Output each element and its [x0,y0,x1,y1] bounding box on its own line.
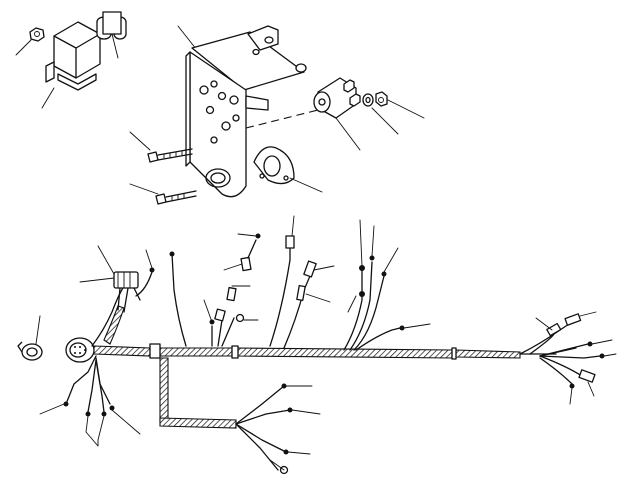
nut-top-left [15,27,45,56]
center-vertical-wires [269,215,335,349]
sensor-switch [313,77,361,151]
harness-right-fanout [519,311,617,405]
relay-module [41,21,101,109]
drop-wire-center-left [169,251,187,347]
alignment-dashed-line [245,109,319,129]
harness-lower-branch [159,357,321,475]
grommet-plate [253,146,323,193]
rubber-mount-cylinder [96,11,127,59]
right-center-riser-cluster [343,219,431,351]
lower-left-wires [39,355,141,447]
grommet-ring [17,315,43,361]
harness-main-trunk [93,343,557,360]
washer-and-nut [362,91,425,135]
mounting-bracket [177,25,307,198]
upper-left-connector-cluster [79,245,155,313]
bolt-upper [129,131,193,163]
bolt-lower [129,183,197,205]
center-connectors [203,233,261,347]
harness-left-connector [65,285,125,363]
